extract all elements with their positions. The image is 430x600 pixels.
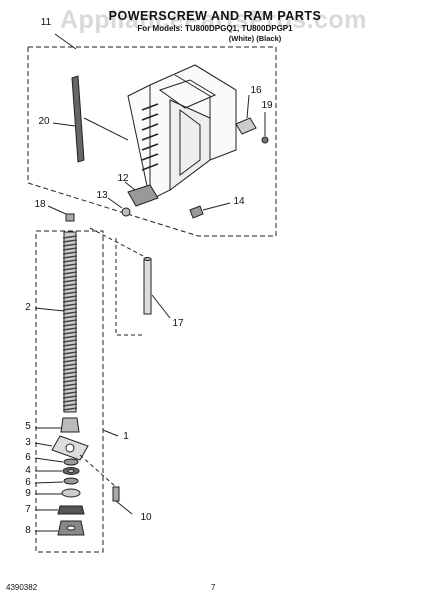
powerscrew-group-border xyxy=(35,230,104,553)
part-3-plate xyxy=(34,435,89,461)
screw-thread xyxy=(62,311,78,315)
screw-thread xyxy=(62,307,78,311)
screw-thread xyxy=(62,283,78,287)
callout-17: 16 xyxy=(250,85,262,96)
callout-6-lower: 6 xyxy=(25,477,31,488)
screw-thread xyxy=(62,355,78,359)
screw-thread xyxy=(62,239,78,243)
callout-4: 4 xyxy=(25,465,31,476)
screw-thread xyxy=(62,383,78,387)
callout-12: 12 xyxy=(117,173,129,184)
screw-thread xyxy=(62,335,78,339)
callout-20: 20 xyxy=(38,116,50,127)
screw-thread xyxy=(62,347,78,351)
screw-thread xyxy=(62,403,78,407)
screw-thread xyxy=(62,247,78,251)
callout-11: 11 xyxy=(40,17,52,28)
screw-thread xyxy=(62,279,78,283)
screw-thread xyxy=(62,375,78,379)
screw-thread xyxy=(62,407,78,411)
part-4-bearing xyxy=(35,467,80,475)
ram-group-border xyxy=(27,46,277,237)
screw-thread xyxy=(62,295,78,299)
callout-7: 7 xyxy=(25,504,31,515)
page-title: POWERSCREW AND RAM PARTS xyxy=(108,9,322,23)
screw-thread xyxy=(62,363,78,367)
screw-thread xyxy=(62,359,78,363)
screw-thread xyxy=(62,339,78,343)
part-6-washer-lower xyxy=(34,477,79,485)
screw-thread xyxy=(62,287,78,291)
screw-thread xyxy=(62,331,78,335)
callout-5: 5 xyxy=(25,421,31,432)
screw-thread xyxy=(62,259,78,263)
part-9-gear xyxy=(35,488,81,498)
part-20-trim-strip xyxy=(52,75,129,163)
screw-thread xyxy=(62,319,78,323)
part-19-cap xyxy=(47,205,75,222)
screw-thread xyxy=(62,323,78,327)
screw-thread xyxy=(62,315,78,319)
screw-thread xyxy=(62,327,78,331)
color-labels: (White) (Black) xyxy=(228,34,282,43)
page-number: 7 xyxy=(211,583,216,592)
screw-thread xyxy=(62,387,78,391)
part-10-bolt xyxy=(79,454,133,515)
screw-thread xyxy=(62,391,78,395)
callout-18: 19 xyxy=(261,100,273,111)
watermark: AppliancePartsPros.com xyxy=(60,6,367,34)
screw-thread xyxy=(62,343,78,347)
callout-8: 8 xyxy=(25,525,31,536)
callout-9: 9 xyxy=(25,488,31,499)
screw-thread xyxy=(62,371,78,375)
callout-19: 18 xyxy=(34,199,46,210)
screw-thread xyxy=(62,399,78,403)
document-code: 4390382 xyxy=(6,583,38,592)
part-13-screw xyxy=(107,197,131,217)
screw-thread xyxy=(62,395,78,399)
part-17-bracket xyxy=(235,94,257,135)
part-16-rod xyxy=(89,227,171,336)
screw-thread xyxy=(62,267,78,271)
part-5-collar xyxy=(35,417,80,433)
part-14-bushing xyxy=(189,202,231,219)
callout-13: 13 xyxy=(96,190,108,201)
callout-3: 3 xyxy=(25,437,31,448)
screw-thread xyxy=(62,367,78,371)
screw-thread xyxy=(62,251,78,255)
callout-10: 10 xyxy=(140,512,152,523)
callout-2: 2 xyxy=(25,302,31,313)
screw-thread xyxy=(62,379,78,383)
callout-6-upper: 6 xyxy=(25,452,31,463)
screw-thread xyxy=(62,243,78,247)
screw-thread xyxy=(62,291,78,295)
screw-thread xyxy=(62,351,78,355)
callout-14: 14 xyxy=(233,196,245,207)
part-8-pulley xyxy=(35,520,85,536)
screw-thread xyxy=(62,255,78,259)
callout-1: 1 xyxy=(123,431,129,442)
part-7-sprocket xyxy=(35,505,85,515)
part-18-screw xyxy=(261,112,269,144)
screw-thread xyxy=(62,275,78,279)
screw-thread xyxy=(62,299,78,303)
screw-thread xyxy=(62,271,78,275)
part-6-washer-upper xyxy=(34,457,79,466)
screw-thread xyxy=(62,303,78,307)
callout-16: 17 xyxy=(172,318,184,329)
screw-thread xyxy=(62,263,78,267)
model-numbers: For Models: TU800DPGQ1, TU800DPGP1 xyxy=(137,24,293,33)
screw-thread xyxy=(62,235,78,239)
part-2-powerscrew xyxy=(34,231,78,413)
part-12-ram-nut xyxy=(124,181,159,207)
ram-box xyxy=(127,64,237,201)
